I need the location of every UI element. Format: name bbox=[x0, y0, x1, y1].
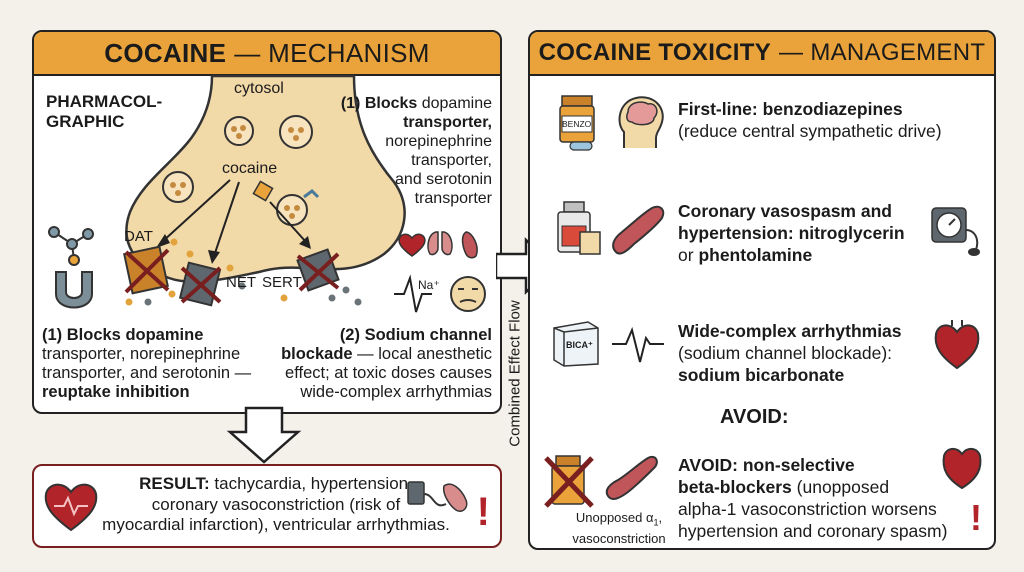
receptor-icon bbox=[55, 271, 93, 309]
down-arrow bbox=[226, 406, 302, 464]
blocks-top-text: (1) Blocks dopamine transporter, norepin… bbox=[341, 94, 492, 208]
heart-icon bbox=[942, 448, 982, 490]
blocks-left-line-1: (1) Blocks dopamine bbox=[42, 326, 204, 344]
combined-flow-label: Combined Effect Flow bbox=[506, 300, 524, 447]
mechanism-header: COCAINE — MECHANISM bbox=[34, 32, 500, 76]
molecule-icon bbox=[48, 226, 94, 266]
blocks-top-line-6: transporter bbox=[414, 190, 492, 207]
mechanism-panel: COCAINE — MECHANISM bbox=[32, 30, 502, 414]
blocks-top-bold: (1) Blocks bbox=[340, 95, 418, 112]
dat-label: DAT bbox=[124, 228, 153, 245]
avoid-line-2-bold: beta-blockers bbox=[678, 477, 792, 497]
avoid-text: AVOID: non-selective beta-blockers (unop… bbox=[678, 454, 947, 542]
wide-complex-line-2: (sodium channel blockade): bbox=[678, 343, 893, 363]
bp-monitor-icon bbox=[931, 207, 980, 256]
sodium-line-4: wide-complex arrhythmias bbox=[300, 383, 492, 401]
coronary-line-2: hypertension: nitroglycerin bbox=[678, 223, 905, 243]
synapse-illustration bbox=[48, 74, 486, 313]
unopposed-subscript: 1 bbox=[653, 517, 659, 528]
vessel-icon bbox=[612, 205, 665, 255]
management-panel: COCAINE TOXICITY — MANAGEMENT BENZO Firs… bbox=[528, 30, 996, 550]
pharm-label-line-1: PHARMACOL- bbox=[46, 92, 163, 111]
wide-complex-text: Wide-complex arrhythmias (sodium channel… bbox=[678, 320, 902, 386]
bicarbonate-box-icon bbox=[553, 321, 599, 367]
sodium-ion-label: Na⁺ bbox=[418, 278, 440, 292]
unopposed-line-2: vasoconstriction bbox=[572, 530, 666, 546]
first-line-desc: (reduce central sympathetic drive) bbox=[678, 121, 942, 141]
ecg-wave-icon bbox=[612, 326, 664, 363]
avoid-line-2-rest: (unopposed bbox=[791, 477, 890, 497]
bicarbonate-label: BICA⁺ bbox=[566, 340, 593, 350]
result-line-1: tachycardia, hypertension, bbox=[209, 474, 413, 493]
dizzy-face-icon bbox=[450, 276, 486, 312]
heart-icon bbox=[398, 233, 426, 257]
first-line-bold: First-line: benzodiazepines bbox=[678, 99, 903, 119]
pharm-label: PHARMACOL- GRAPHIC bbox=[46, 92, 162, 132]
coronary-line-3-prefix: or bbox=[678, 245, 699, 265]
first-line-text: First-line: benzodiazepines (reduce cent… bbox=[678, 98, 942, 142]
heart-icon bbox=[44, 483, 98, 532]
vessel-icon bbox=[605, 456, 658, 500]
sodium-line-1: (2) Sodium channel bbox=[339, 326, 492, 344]
result-line-2: coronary vasoconstriction (risk of bbox=[151, 494, 401, 514]
presynaptic-terminal bbox=[125, 74, 406, 284]
blocks-top-line-2: transporter, bbox=[403, 114, 492, 131]
cytosol-label: cytosol bbox=[234, 80, 284, 97]
management-header: COCAINE TOXICITY — MANAGEMENT bbox=[530, 32, 994, 76]
benzo-label: BENZO bbox=[562, 119, 592, 129]
sodium-text: (2) Sodium channel blockade — local anes… bbox=[281, 326, 492, 402]
sert-label: SERT bbox=[262, 274, 302, 291]
bp-cuff-icon bbox=[407, 481, 468, 512]
unopposed-line-1: Unopposed α bbox=[575, 510, 654, 525]
warning-icon: ! bbox=[476, 490, 490, 534]
avoid-line-3: alpha-1 vasoconstriction worsens bbox=[678, 499, 937, 519]
blocks-top-line-5: and serotonin bbox=[395, 171, 492, 188]
result-panel: RESULT: tachycardia, hypertension, coron… bbox=[32, 464, 502, 548]
result-label: RESULT: bbox=[139, 474, 210, 493]
avoid-line-1: AVOID: non-selective bbox=[678, 455, 855, 475]
brain-head-icon bbox=[618, 96, 664, 148]
blocks-left-line-4: reuptake inhibition bbox=[42, 383, 190, 401]
avoid-heading: AVOID: bbox=[720, 406, 789, 428]
vessel-icon bbox=[461, 231, 478, 259]
blocks-top-line-4: transporter, bbox=[411, 152, 492, 169]
mechanism-title-rest: — MECHANISM bbox=[234, 37, 430, 68]
avoid-line-4: hypertension and coronary spasm) bbox=[678, 521, 948, 541]
unopposed-label: Unopposed α1, vasoconstriction bbox=[564, 510, 674, 547]
blocks-top-line-3: norepinephrine bbox=[385, 133, 492, 150]
mechanism-title-bold: COCAINE bbox=[104, 37, 227, 68]
action-potential-wave bbox=[394, 274, 432, 313]
warning-icon: ! bbox=[970, 497, 982, 538]
management-title-bold: COCAINE TOXICITY bbox=[538, 39, 772, 66]
wide-complex-line-1: Wide-complex arrhythmias bbox=[678, 321, 902, 341]
blocks-left-line-3: transporter, and serotonin — bbox=[42, 364, 252, 382]
wide-complex-line-3: sodium bicarbonate bbox=[678, 365, 845, 385]
sodium-line-2-bold: blockade bbox=[281, 345, 353, 363]
coronary-text: Coronary vasospasm and hypertension: nit… bbox=[678, 200, 905, 266]
blocks-top-rest: dopamine bbox=[417, 95, 492, 112]
nitro-bottle-icon bbox=[557, 201, 601, 255]
heart-icon bbox=[934, 320, 980, 370]
management-title-rest: — MANAGEMENT bbox=[779, 39, 986, 66]
result-line-3: myocardial infarction), ventricular arrh… bbox=[102, 515, 450, 534]
coronary-line-1: Coronary vasospasm and bbox=[678, 201, 892, 221]
sodium-line-3: effect; at toxic doses causes bbox=[285, 364, 492, 382]
result-text: RESULT: tachycardia, hypertension, coron… bbox=[100, 474, 452, 536]
coronary-line-3-bold: phentolamine bbox=[698, 245, 813, 265]
net-label: NET bbox=[226, 274, 256, 291]
lungs-icon bbox=[427, 231, 453, 256]
pharm-label-line-2: GRAPHIC bbox=[46, 112, 125, 131]
beta-blocker-crossed-icon bbox=[544, 455, 594, 508]
cocaine-label: cocaine bbox=[222, 160, 278, 177]
blocks-left-text: (1) Blocks dopamine transporter, norepin… bbox=[42, 326, 251, 402]
sodium-line-2-rest: — local anesthetic bbox=[352, 345, 492, 363]
benzo-bottle-icon bbox=[559, 95, 595, 151]
blocks-left-line-2: transporter, norepinephrine bbox=[42, 345, 241, 363]
